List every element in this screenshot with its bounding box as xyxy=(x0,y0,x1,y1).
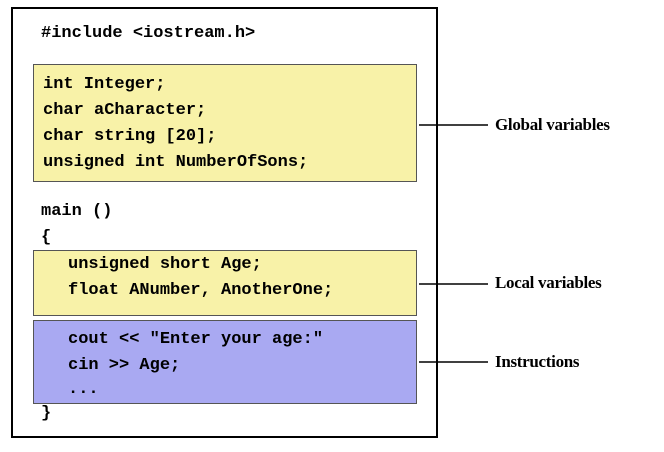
instruction-line-2: cin >> Age; xyxy=(68,356,181,375)
close-brace: } xyxy=(41,404,52,423)
global-line-2: char aCharacter; xyxy=(43,101,207,120)
local-variables-box: unsigned short Age; float ANumber, Anoth… xyxy=(33,250,417,316)
instruction-line-1: cout << "Enter your age:" xyxy=(68,330,324,349)
instructions-box: cout << "Enter your age:" cin >> Age; ..… xyxy=(33,320,417,404)
global-variables-box: int Integer; char aCharacter; char strin… xyxy=(33,64,417,182)
global-variables-label: Global variables xyxy=(495,115,610,134)
instructions-label: Instructions xyxy=(495,352,580,371)
local-variables-label: Local variables xyxy=(495,273,602,292)
instruction-line-3: ... xyxy=(68,380,99,399)
global-line-3: char string [20]; xyxy=(43,127,217,146)
main-header: main () xyxy=(41,202,113,221)
local-line-2: float ANumber, AnotherOne; xyxy=(68,281,334,300)
global-line-1: int Integer; xyxy=(43,75,166,94)
open-brace: { xyxy=(41,228,52,247)
global-line-4: unsigned int NumberOfSons; xyxy=(43,153,309,172)
local-line-1: unsigned short Age; xyxy=(68,255,262,274)
include-line: #include <iostream.h> xyxy=(41,24,256,43)
